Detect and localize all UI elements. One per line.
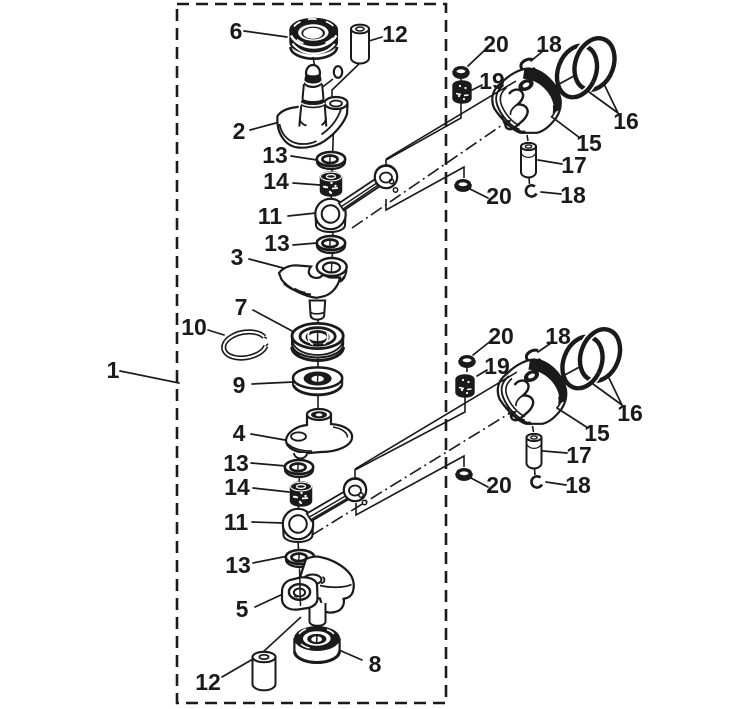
svg-text:6: 6 <box>230 18 243 44</box>
svg-text:18: 18 <box>536 31 562 57</box>
svg-text:11: 11 <box>258 203 283 229</box>
svg-text:20: 20 <box>486 183 512 209</box>
svg-text:2: 2 <box>233 118 246 144</box>
svg-text:8: 8 <box>369 651 382 677</box>
svg-text:20: 20 <box>488 323 514 349</box>
svg-text:15: 15 <box>584 420 610 446</box>
svg-text:16: 16 <box>617 400 643 426</box>
svg-text:18: 18 <box>560 182 586 208</box>
svg-text:12: 12 <box>382 21 408 47</box>
svg-text:19: 19 <box>479 68 505 94</box>
svg-text:17: 17 <box>566 442 592 468</box>
svg-text:17: 17 <box>561 152 587 178</box>
svg-text:4: 4 <box>233 420 246 446</box>
svg-text:7: 7 <box>235 294 248 320</box>
svg-text:18: 18 <box>545 323 571 349</box>
svg-text:20: 20 <box>486 472 512 498</box>
svg-text:12: 12 <box>195 669 221 695</box>
svg-text:13: 13 <box>262 142 288 168</box>
svg-text:10: 10 <box>181 314 207 340</box>
svg-text:3: 3 <box>231 244 244 270</box>
svg-text:14: 14 <box>224 474 250 500</box>
svg-text:20: 20 <box>483 31 509 57</box>
svg-text:1: 1 <box>107 357 120 383</box>
svg-text:16: 16 <box>613 108 639 134</box>
svg-text:13: 13 <box>225 552 251 578</box>
svg-text:13: 13 <box>223 450 249 476</box>
svg-text:11: 11 <box>224 509 249 535</box>
svg-text:13: 13 <box>264 230 290 256</box>
svg-text:18: 18 <box>565 472 591 498</box>
svg-text:5: 5 <box>236 596 249 622</box>
svg-text:9: 9 <box>233 372 246 398</box>
svg-text:14: 14 <box>263 168 289 194</box>
svg-text:19: 19 <box>484 353 510 379</box>
svg-text:15: 15 <box>576 130 602 156</box>
